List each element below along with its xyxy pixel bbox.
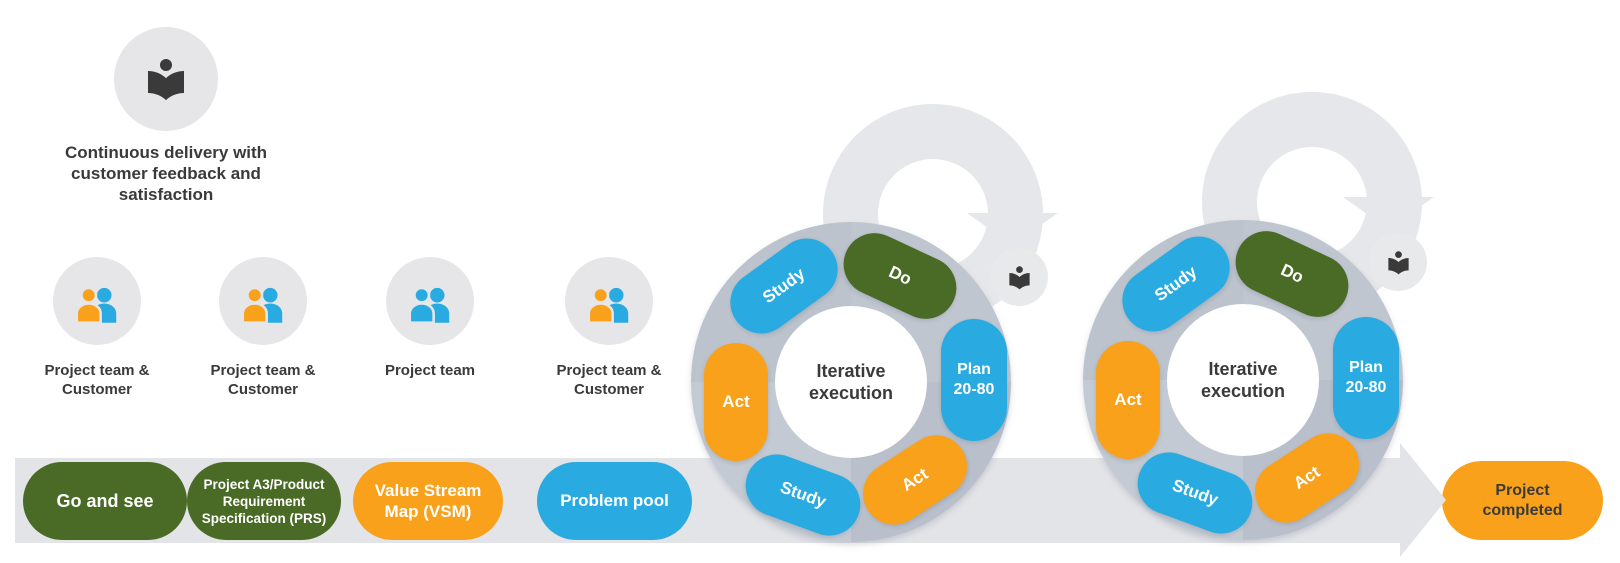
actor-circle (386, 257, 474, 345)
actor-group: Project team (353, 257, 507, 380)
stage-label: Problem pool (560, 491, 669, 510)
actor-circle (219, 257, 307, 345)
people-icon (241, 286, 283, 323)
completion-label: Project completed (1482, 481, 1563, 519)
actor-label: Project team & Customer (556, 362, 662, 398)
people-icon (587, 286, 629, 323)
stage-pill-vsm: Value Stream Map (VSM) (353, 462, 503, 540)
people-icon (75, 286, 117, 323)
cycle-center: Iterative execution (1167, 304, 1319, 456)
cycle-pill-label: Do (885, 262, 915, 289)
flow-arrowhead-icon (1400, 443, 1446, 557)
actor-group: Project team & Customer (20, 257, 174, 399)
cycle-pill-label: Study (1169, 475, 1221, 510)
reader-icon (1387, 250, 1409, 274)
reader-circle-main (114, 27, 218, 131)
cycle-pill-label: Do (1277, 260, 1307, 287)
people-icon (408, 286, 450, 323)
stage-pill-go-and-see: Go and see (23, 462, 187, 540)
stage-label: Value Stream Map (VSM) (374, 481, 482, 521)
stage-label: Go and see (56, 490, 154, 511)
actor-label: Project team & Customer (44, 362, 150, 398)
cycle-pill-label: Act (722, 392, 750, 411)
iteration-cycle: Iterative execution Do Plan 20-80 Act St… (1083, 220, 1403, 543)
actor-label: Project team & Customer (210, 362, 316, 398)
cycle-pill-label: Study (777, 477, 829, 512)
cycle-pill-label: Plan 20-80 (1345, 359, 1387, 396)
cycle-pill-label: Act (1290, 462, 1324, 494)
actor-circle (53, 257, 141, 345)
continuous-delivery-caption: Continuous delivery with customer feedba… (64, 143, 268, 204)
cycle-pill-act-left: Act (1096, 341, 1160, 459)
cycle-center-label: Iterative execution (808, 361, 894, 403)
iteration-cycle: Iterative execution Do Plan 20-80 Act St… (691, 222, 1011, 545)
cycle-pill-label: Act (1114, 390, 1142, 409)
actor-group: Project team & Customer (532, 257, 686, 399)
stage-pill-problem-pool: Problem pool (537, 462, 692, 540)
cycle-pill-plan: Plan 20-80 (941, 319, 1007, 441)
cycle-pill-plan: Plan 20-80 (1333, 317, 1399, 439)
completion-pill: Project completed (1442, 461, 1603, 540)
reader-badge-circle (990, 248, 1048, 306)
actor-circle (565, 257, 653, 345)
actor-group: Project team & Customer (186, 257, 340, 399)
cycle-pill-label: Plan 20-80 (953, 361, 995, 398)
stage-label: Project A3/Product Requirement Specifica… (201, 476, 327, 526)
reader-icon (148, 59, 184, 101)
stage-pill-prs: Project A3/Product Requirement Specifica… (187, 462, 341, 540)
loop-arrowhead-icon (967, 213, 1058, 245)
cycle-pill-label: Act (898, 464, 932, 496)
reader-icon (1008, 265, 1030, 289)
reader-badge-circle (1369, 233, 1427, 291)
cycle-center-label: Iterative execution (1200, 359, 1286, 401)
cycle-center: Iterative execution (775, 306, 927, 458)
loop-arrowhead-icon (1343, 197, 1434, 229)
cycle-pill-label: Study (1151, 262, 1201, 306)
cycle-pill-act-left: Act (704, 343, 768, 461)
cycle-pill-label: Study (759, 264, 809, 308)
actor-label: Project team (384, 362, 476, 379)
